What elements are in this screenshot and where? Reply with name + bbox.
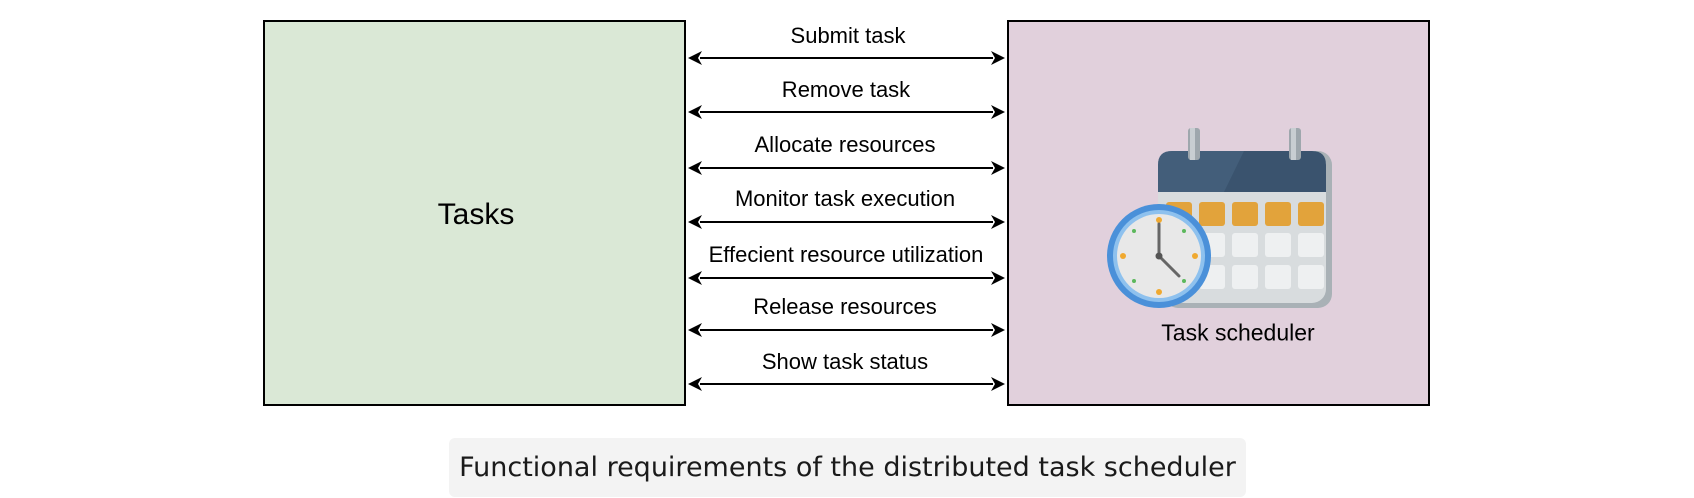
connection-label: Remove task [781,77,911,102]
arrowhead-right [991,105,1005,119]
bidirectional-arrow [688,161,1005,175]
arrowhead-right [991,161,1005,175]
arrowhead-left [688,161,702,175]
arrowhead-left [688,215,702,229]
bidirectional-arrow [688,105,1005,119]
connection-label: Release resources [753,294,937,319]
connection-label: Submit task [790,23,906,48]
connection-label: Effecient resource utilization [708,242,984,267]
connection-label: Allocate resources [754,132,936,157]
bidirectional-arrow [688,51,1005,65]
arrowhead-left [688,271,702,285]
arrowhead-right [991,323,1005,337]
connection-label: Show task status [761,349,929,374]
arrowhead-left [688,377,702,391]
bidirectional-arrow [688,215,1005,229]
arrowhead-right [991,377,1005,391]
arrowhead-left [688,105,702,119]
connection-label: Monitor task execution [734,186,956,211]
tasks-label: Tasks [437,198,515,231]
arrowhead-right [991,271,1005,285]
bidirectional-arrow [688,377,1005,391]
arrowhead-left [688,323,702,337]
task-scheduler-label: Task scheduler [1161,319,1315,346]
bidirectional-arrow [688,323,1005,337]
bidirectional-arrow [688,271,1005,285]
arrowhead-right [991,51,1005,65]
figure-caption: Functional requirements of the distribut… [449,438,1246,497]
calendar-clock-icon [1107,128,1332,308]
arrowhead-right [991,215,1005,229]
tasks-box: Tasks [263,20,686,406]
task-scheduler-box: Task scheduler [1007,20,1430,406]
arrowhead-left [688,51,702,65]
